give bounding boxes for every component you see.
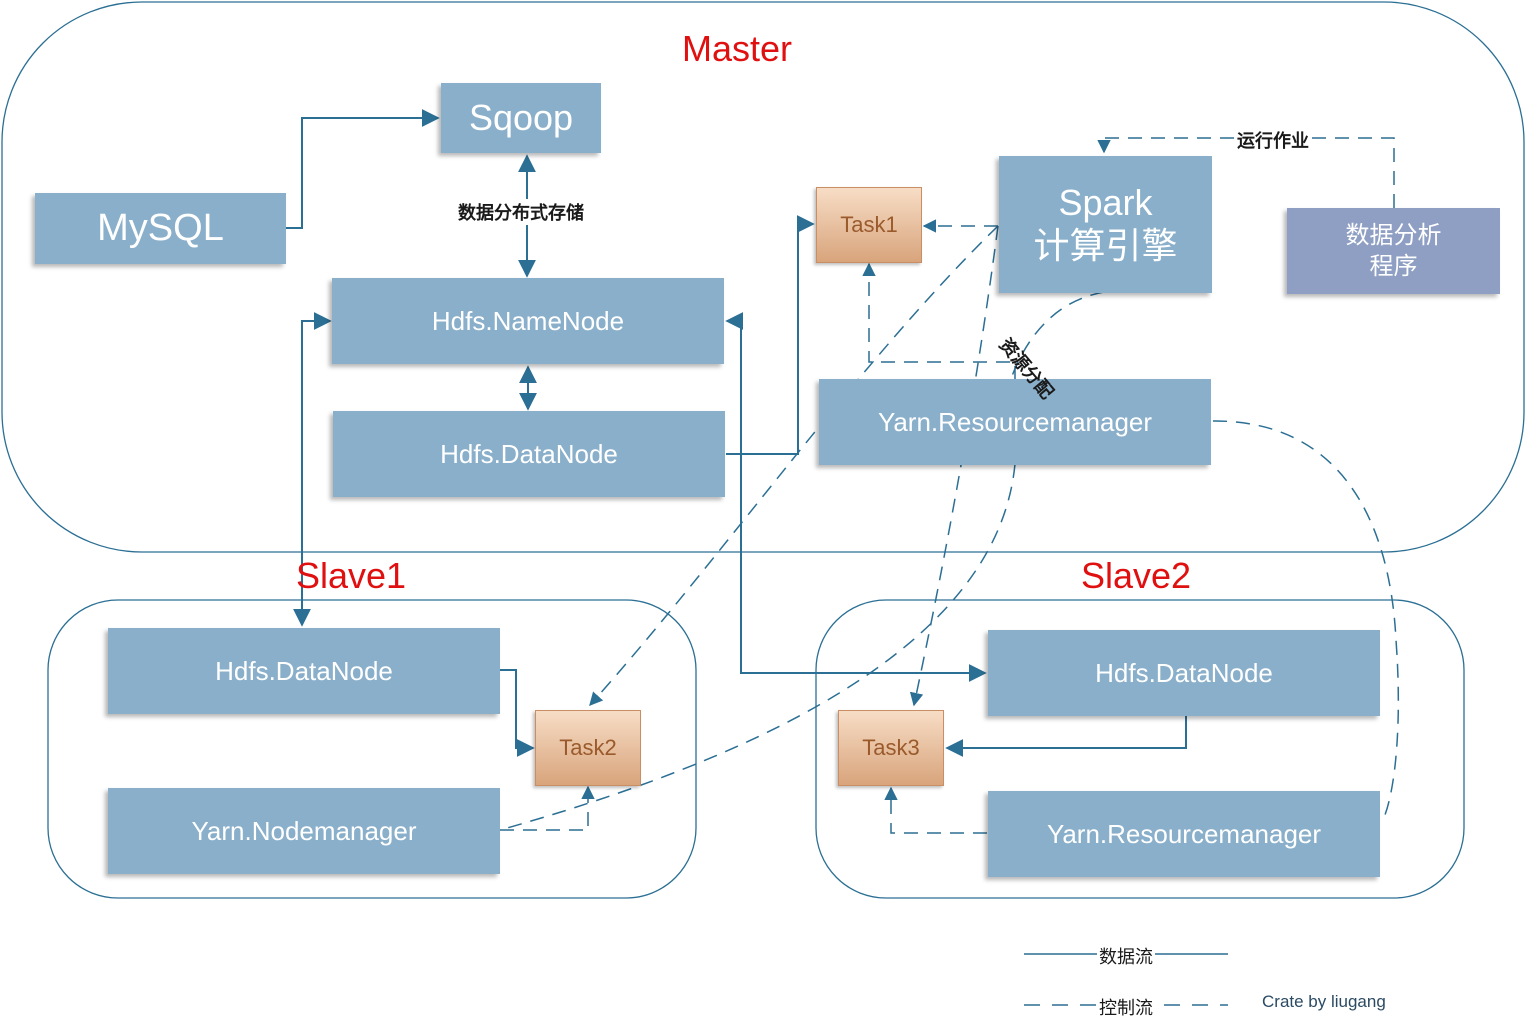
master-resourcemanager-node: Yarn.Resourcemanager: [819, 379, 1211, 465]
analysis-program-label-line2: 程序: [1369, 252, 1418, 280]
task3-label: Task3: [862, 735, 920, 760]
credit-text: Crate by liugang: [1262, 992, 1386, 1011]
resourcemanager-to-task1-edge: [862, 262, 1016, 380]
slave1-region-outline: [47, 599, 697, 899]
slave2-datanode-to-task3-edge: [945, 716, 1187, 757]
analysis-program-label-line1: 数据分析: [1345, 220, 1442, 249]
sqoop-node: Sqoop: [441, 83, 601, 153]
namenode-slave2-datanode-edge: [725, 312, 987, 682]
task2-label: Task2: [559, 735, 617, 760]
spark-to-task3-edge: [909, 225, 999, 707]
mysql-to-sqoop-edge: [286, 109, 440, 229]
mysql-node: MySQL: [35, 193, 286, 264]
slave1-nodemanager-node: Yarn.Nodemanager: [108, 788, 500, 874]
master-datanode-node: Hdfs.DataNode: [333, 411, 725, 497]
slave2-region-outline: [815, 599, 1465, 899]
namenode-slave1-datanode-edge: [293, 312, 332, 627]
slave2-resourcemanager-node-label: Yarn.Resourcemanager: [1046, 818, 1322, 849]
master-datanode-node-label: Hdfs.DataNode: [440, 438, 618, 469]
distributed-storage-label: 数据分布式存储: [458, 199, 584, 225]
run-job-label: 运行作业: [1234, 127, 1312, 153]
mysql-node-label: MySQL: [97, 207, 224, 249]
legend-control-flow-label: 控制流: [1097, 994, 1155, 1020]
slave1-datanode-node: Hdfs.DataNode: [108, 628, 500, 714]
spark-engine-label-line1: Spark: [1058, 182, 1153, 224]
legend-data-flow-label: 数据流: [1097, 943, 1155, 969]
task1-node: Task1: [816, 187, 922, 263]
slave2-datanode-node: Hdfs.DataNode: [988, 630, 1380, 716]
slave2-datanode-node-label: Hdfs.DataNode: [1095, 657, 1273, 688]
master-resourcemanager-node-label: Yarn.Resourcemanager: [877, 406, 1153, 437]
task2-node: Task2: [535, 710, 641, 786]
nodemanager-to-task2-edge: [500, 785, 595, 831]
namenode-node-label: Hdfs.NameNode: [431, 305, 625, 336]
task1-label: Task1: [840, 212, 898, 237]
resourcemanager-to-slave1-nodemanager-edge: [499, 463, 1016, 831]
namenode-node: Hdfs.NameNode: [332, 278, 724, 364]
slave1-region-title: Slave1: [296, 555, 407, 596]
analysis-program-node: 数据分析 程序: [1287, 208, 1500, 294]
task3-node: Task3: [838, 710, 944, 786]
slave1-datanode-to-task2-edge: [500, 669, 535, 757]
slave2-resourcemanager-node: Yarn.Resourcemanager: [988, 791, 1380, 877]
slave2-resourcemanager-to-task3-edge: [884, 786, 987, 834]
slave1-datanode-node-label: Hdfs.DataNode: [215, 655, 393, 686]
resourcemanager-to-slave2-resourcemanager-edge: [1212, 420, 1400, 821]
sqoop-node-label: Sqoop: [468, 97, 574, 138]
spark-engine-label-line2: 计算引擎: [1033, 225, 1178, 267]
slave2-region-title: Slave2: [1081, 555, 1192, 596]
spark-engine-node: Spark 计算引擎: [999, 156, 1212, 293]
datanode-to-task1-edge: [726, 215, 815, 455]
slave1-nodemanager-node-label: Yarn.Nodemanager: [191, 815, 417, 846]
master-region-title: Master: [682, 28, 793, 69]
